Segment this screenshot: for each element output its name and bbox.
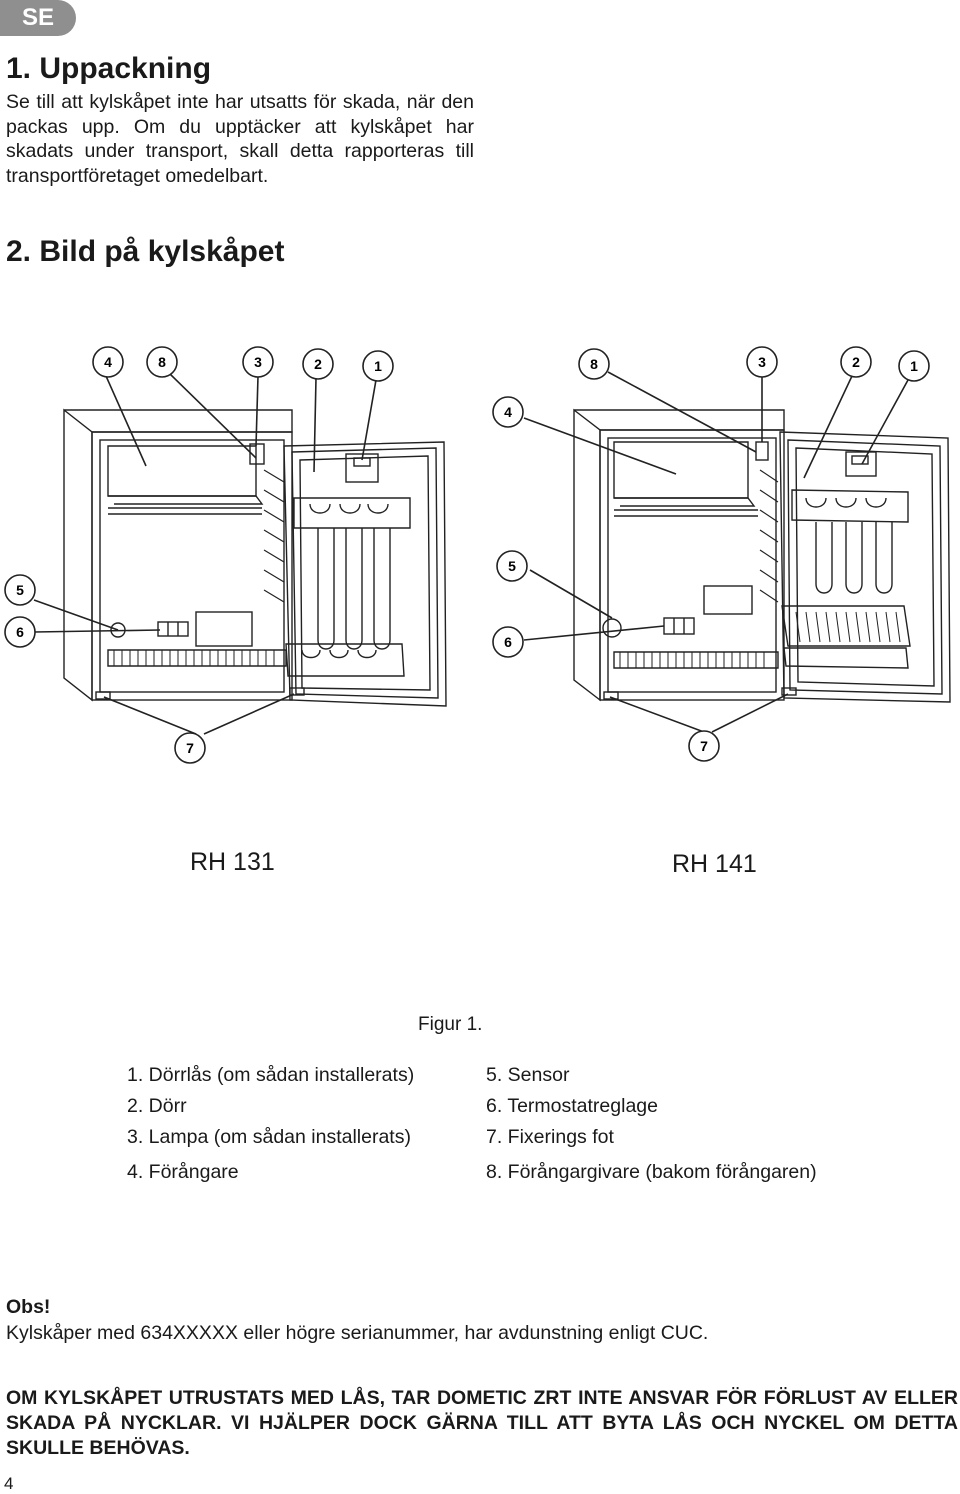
svg-text:5: 5	[508, 558, 516, 574]
svg-text:5: 5	[16, 582, 24, 598]
legend-item-3: 3. Lampa (om sådan installerats)	[127, 1126, 411, 1148]
callout-left-8: 8	[146, 346, 178, 378]
callout-right-8: 8	[578, 348, 610, 380]
fridge-rh131-drawing	[63, 408, 447, 707]
svg-text:7: 7	[186, 740, 194, 756]
svg-text:3: 3	[254, 354, 262, 370]
leader-lines	[33, 371, 909, 735]
lock-warning: OM KYLSKÅPET UTRUSTATS MED LÅS, TAR DOME…	[6, 1387, 958, 1459]
svg-text:8: 8	[158, 354, 166, 370]
svg-text:4: 4	[504, 404, 512, 420]
svg-text:2: 2	[852, 354, 860, 370]
fridge-figure: 4 8 3 2 1 5 6 7 8 3 2 1 4 5 6 7	[4, 346, 951, 764]
section-text-unpacking: Se till att kylskåpet inte har utsatts f…	[6, 91, 474, 187]
obs-title: Obs!	[6, 1296, 51, 1318]
svg-text:2: 2	[314, 356, 322, 372]
callout-right-6: 6	[492, 626, 524, 658]
obs-text: Kylskåper med 634XXXXX eller högre seria…	[6, 1322, 709, 1344]
fridge-rh141-drawing	[573, 408, 951, 703]
language-badge: SE	[0, 0, 76, 36]
svg-text:3: 3	[758, 354, 766, 370]
callout-left-4: 4	[92, 346, 124, 378]
model-label-rh141: RH 141	[672, 850, 757, 878]
callout-right-7: 7	[688, 730, 720, 762]
callout-right-5: 5	[496, 550, 528, 582]
legend-item-6: 6. Termostatreglage	[486, 1095, 658, 1117]
callout-left-5: 5	[4, 574, 36, 606]
legend-item-7: 7. Fixerings fot	[486, 1126, 614, 1148]
callout-left-3: 3	[242, 346, 274, 378]
section-heading-picture: 2. Bild på kylskåpet	[6, 235, 285, 268]
legend-item-1: 1. Dörrlås (om sådan installerats)	[127, 1064, 415, 1086]
callout-left-6: 6	[4, 616, 36, 648]
legend-item-4: 4. Förångare	[127, 1161, 239, 1183]
page-number: 4	[4, 1474, 14, 1493]
figure-caption: Figur 1.	[418, 1014, 483, 1035]
callout-left-1: 1	[362, 350, 394, 382]
callout-right-4: 4	[492, 396, 524, 428]
legend-item-5: 5. Sensor	[486, 1064, 570, 1086]
callout-left-2: 2	[302, 348, 334, 380]
svg-text:4: 4	[104, 354, 112, 370]
svg-text:7: 7	[700, 738, 708, 754]
callout-right-2: 2	[840, 346, 872, 378]
svg-text:8: 8	[590, 356, 598, 372]
legend-item-2: 2. Dörr	[127, 1095, 187, 1117]
svg-text:1: 1	[374, 358, 382, 374]
callout-right-3: 3	[746, 346, 778, 378]
callout-right-1: 1	[898, 350, 930, 382]
svg-text:6: 6	[504, 634, 512, 650]
model-label-rh131: RH 131	[190, 848, 275, 876]
svg-text:1: 1	[910, 358, 918, 374]
legend-item-8: 8. Förångargivare (bakom förångaren)	[486, 1161, 817, 1183]
callout-left-7: 7	[174, 732, 206, 764]
section-heading-unpacking: 1. Uppackning	[6, 52, 212, 85]
svg-text:6: 6	[16, 624, 24, 640]
